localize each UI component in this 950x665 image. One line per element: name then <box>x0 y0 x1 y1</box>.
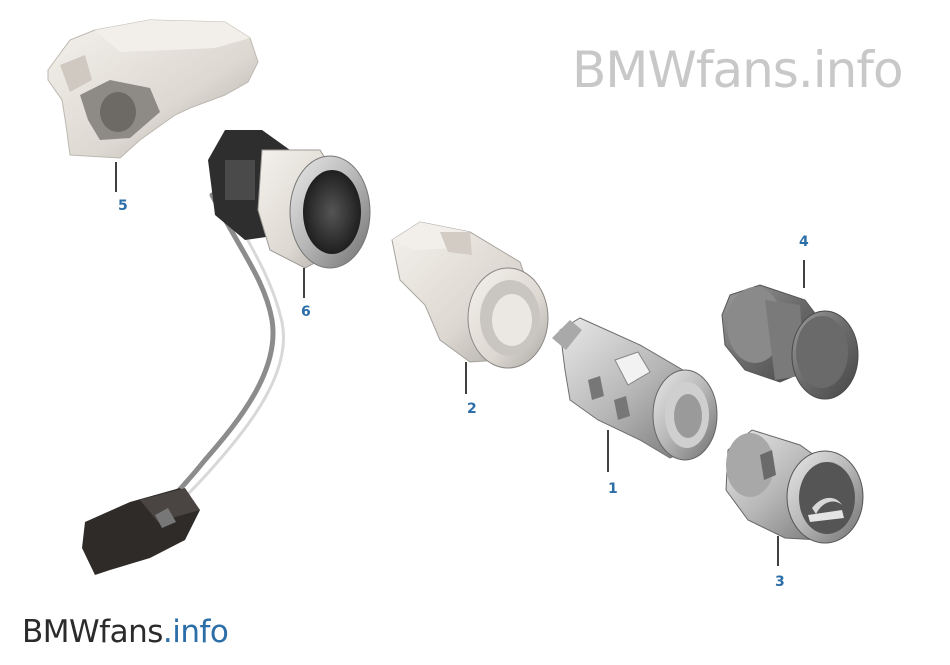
part-4-cap-plug <box>721 284 859 400</box>
watermark-bottom-suffix: .info <box>162 614 229 650</box>
callout-2: 2 <box>467 401 477 417</box>
callout-5: 5 <box>118 198 128 214</box>
callout-3: 3 <box>775 574 785 590</box>
watermark-top: BMWfans.info <box>572 41 904 99</box>
callout-6: 6 <box>301 304 311 320</box>
watermark-bottom: BMWfans.info <box>22 612 229 652</box>
part-1-metal-sleeve <box>552 317 718 461</box>
part-6-socket-with-cable <box>82 130 371 575</box>
part-3-lighter <box>725 429 864 544</box>
callout-1: 1 <box>608 481 618 497</box>
part-5-housing <box>47 19 259 159</box>
watermark-bottom-brand: BMWfans <box>22 614 163 650</box>
callout-4: 4 <box>799 234 809 250</box>
part-2-sleeve <box>391 221 549 369</box>
